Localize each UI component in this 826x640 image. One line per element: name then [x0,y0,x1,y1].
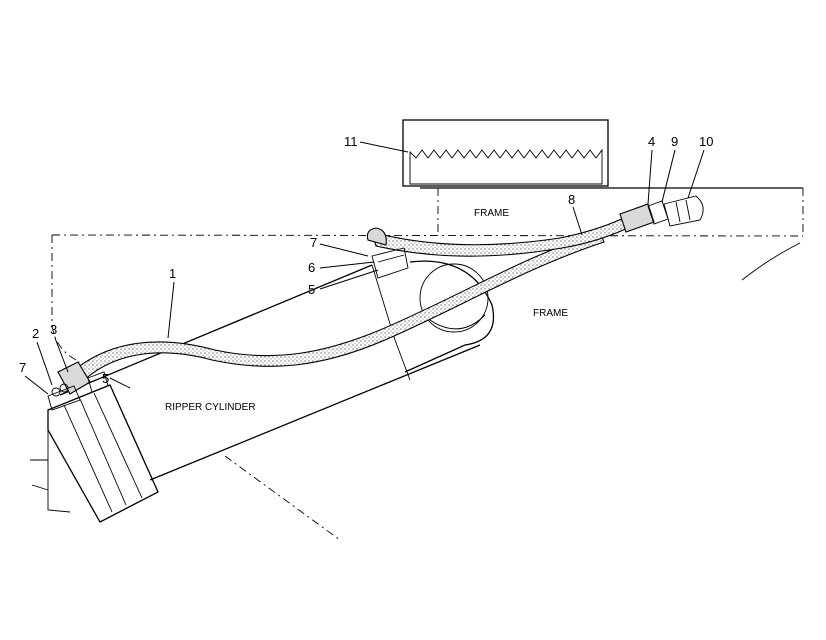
fittings-left [47,361,109,411]
callout-11: 11 [344,134,358,149]
callout-7-upper: 7 [310,235,317,250]
callout-9: 9 [671,134,678,149]
callout-6: 6 [308,260,315,275]
callout-2: 2 [32,326,39,341]
cylinder-end-cap [30,384,159,523]
upper-frame-outline [51,187,804,363]
ripper-cylinder-label: RIPPER CYLINDER [165,402,256,413]
callout-3: 3 [50,322,57,337]
callout-5-lower: 5 [102,371,109,386]
hose-1 [71,231,605,385]
ripper-cylinder-body [59,260,494,541]
callout-10: 10 [699,134,713,149]
fittings-right [619,195,704,233]
callout-4: 4 [648,134,655,149]
callout-8: 8 [568,192,575,207]
seat-box [402,119,609,187]
callout-1: 1 [169,266,176,281]
frame-right-label: FRAME [533,308,568,319]
callout-7-lower: 7 [19,360,26,375]
callout-5-upper: 5 [308,282,315,297]
frame-upper-label: FRAME [474,208,509,219]
